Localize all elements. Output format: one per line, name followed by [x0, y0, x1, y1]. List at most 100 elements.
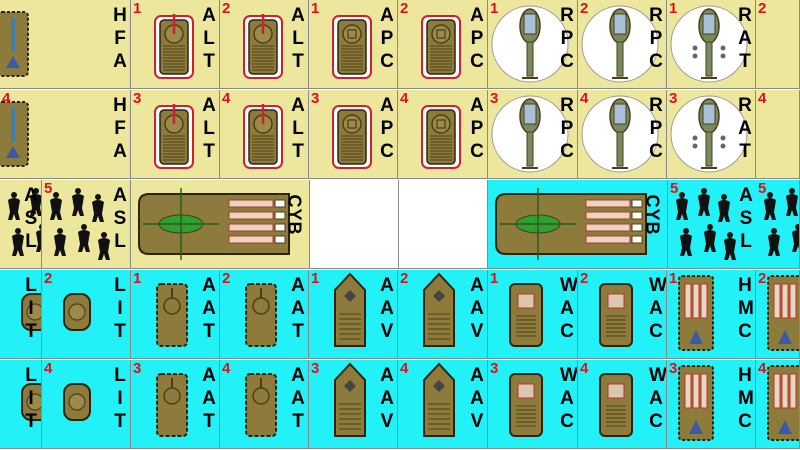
unit-type-code: ASL	[24, 185, 38, 252]
unit-type-code: ALT	[291, 5, 305, 72]
unit-number: 1	[490, 0, 499, 17]
unit-number: 2	[44, 270, 53, 287]
unit-number: 3	[133, 90, 142, 107]
unit-counter[interactable]: 2	[756, 0, 800, 89]
unit-counter[interactable]: LIT	[0, 270, 42, 359]
unit-number: 3	[311, 360, 320, 377]
infantry-squad-icon	[668, 180, 756, 268]
unit-number: 4	[2, 90, 11, 107]
apc-icon	[309, 90, 397, 178]
anti-air-tank-icon	[131, 270, 219, 358]
unit-number: 5	[758, 180, 767, 197]
unit-counter[interactable]: LIT	[0, 360, 42, 449]
unit-counter[interactable]: 2 ALT	[220, 0, 309, 89]
gunship-icon	[488, 0, 577, 88]
unit-number: 1	[133, 0, 142, 17]
unit-counter[interactable]: 2 APC	[398, 0, 488, 89]
unit-type-code: AAT	[202, 365, 216, 432]
light-tank-icon	[220, 0, 308, 88]
missile-carrier-icon	[756, 360, 799, 448]
unit-type-code: APC	[380, 5, 394, 72]
unit-number: 3	[669, 90, 678, 107]
unit-counter[interactable]: 2	[756, 270, 800, 359]
unit-counter[interactable]: 1 APC	[309, 0, 398, 89]
unit-counter[interactable]: ASL	[0, 180, 42, 269]
unit-type-code: WAC	[649, 365, 667, 432]
unit-type-code: RPC	[649, 5, 663, 72]
unit-counter[interactable]: 2 LIT	[42, 270, 131, 359]
light-tank-icon	[131, 90, 219, 178]
unit-type-code: CYB	[642, 194, 663, 236]
unit-type-code: APC	[470, 5, 484, 72]
anti-air-vehicle-icon	[398, 270, 487, 358]
attack-gunship-icon	[667, 90, 755, 178]
unit-counter[interactable]: 4 LIT	[42, 360, 131, 449]
unit-number: 2	[580, 270, 589, 287]
unit-counter[interactable]: 5	[756, 180, 800, 269]
unit-number: 4	[44, 360, 53, 377]
unit-type-code: WAC	[560, 275, 578, 342]
unit-type-code: LIT	[25, 275, 37, 342]
attack-gunship-icon	[667, 0, 755, 88]
infantry-squad-icon	[42, 180, 130, 268]
unit-number: 4	[222, 360, 231, 377]
unit-number: 1	[311, 0, 320, 17]
anti-air-vehicle-icon	[309, 270, 397, 358]
unit-number: 1	[490, 270, 499, 287]
unit-counter[interactable]: 4 WAC	[578, 360, 667, 449]
cybertank-icon	[488, 180, 667, 268]
unit-number: 2	[400, 0, 409, 17]
unit-counter[interactable]: 1 WAC	[488, 270, 578, 359]
unit-counter[interactable]	[399, 180, 488, 269]
unit-type-code: RPC	[649, 95, 663, 162]
unit-type-code: AAV	[470, 365, 484, 432]
unit-counter[interactable]: HFA	[0, 0, 131, 89]
unit-counter[interactable]	[310, 180, 399, 269]
unit-number: 3	[490, 360, 499, 377]
armored-carrier-icon	[488, 360, 577, 448]
unit-type-code: LIT	[114, 365, 126, 432]
gunship-icon	[488, 90, 577, 178]
unit-number: 4	[580, 360, 589, 377]
unit-number: 3	[490, 90, 499, 107]
anti-air-tank-icon	[220, 360, 308, 448]
unit-counter[interactable]: 4	[756, 360, 800, 449]
unit-number: 2	[222, 0, 231, 17]
apc-icon	[398, 0, 487, 88]
unit-type-code: LIT	[114, 275, 126, 342]
light-vehicle-icon	[0, 360, 41, 448]
unit-counter[interactable]: CYB	[488, 180, 668, 269]
unit-counter[interactable]: CYB	[131, 180, 310, 269]
unit-type-code: AAV	[380, 275, 394, 342]
unit-counter[interactable]: 4	[756, 90, 800, 179]
